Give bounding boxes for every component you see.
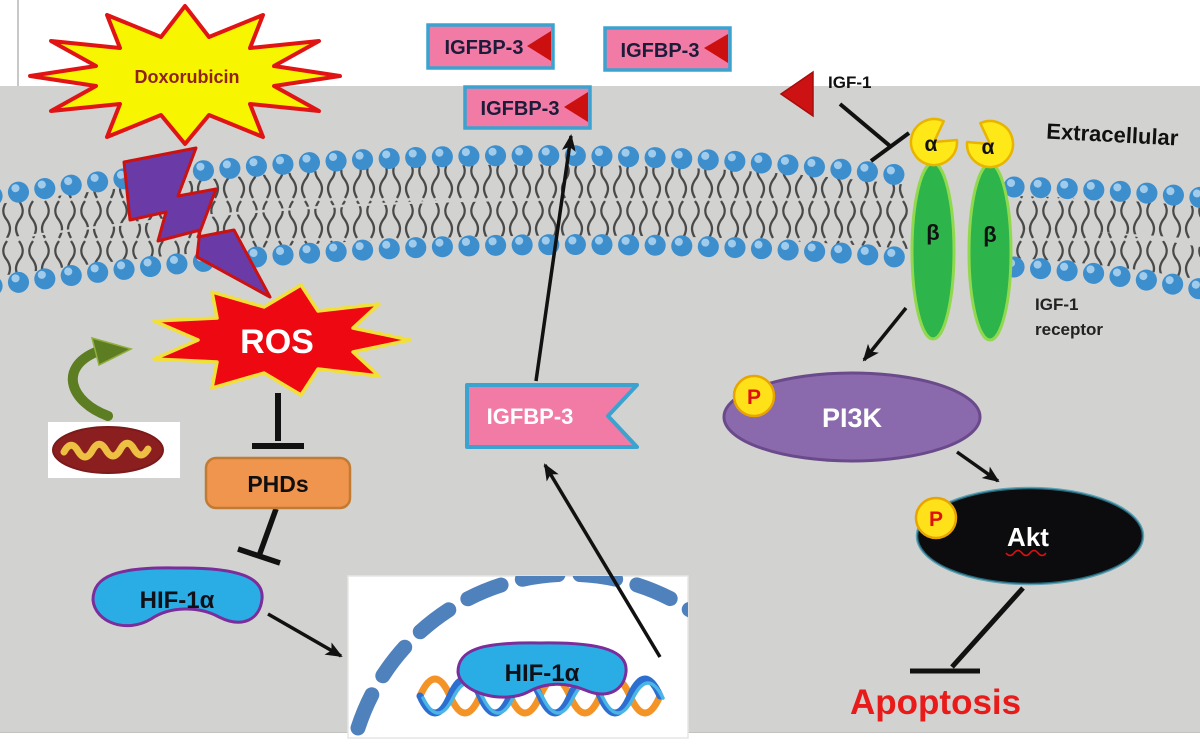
doxorubicin-burst-icon — [28, 4, 342, 146]
igfbp3-red-notch-icon — [704, 34, 728, 63]
alpha-subunit-right-icon — [965, 119, 1015, 169]
igfbp3-top-right-label: IGFBP-3 — [621, 40, 700, 62]
green-arrow-head — [90, 336, 134, 367]
nucleus: HIF-1α — [347, 575, 689, 739]
alpha-left-label: α — [925, 133, 938, 156]
inhibit-akt-apoptosis-line — [950, 586, 1025, 669]
beta-right-label: β — [983, 222, 996, 247]
arrow-igfbp3-secretion — [534, 134, 576, 382]
lipid-tails-lower-right — [1014, 225, 1200, 280]
phosphate-pi3k-label: P — [747, 386, 761, 409]
dna-strand-lightblue — [421, 681, 665, 715]
phosphate-akt-icon — [914, 496, 958, 540]
inhibit-phds-hif-line — [256, 508, 279, 557]
inhibit-igf1-receptor-bar — [869, 131, 911, 163]
lipid-heads-highlight — [0, 147, 1200, 290]
lipid-tails-lower-left — [0, 200, 908, 276]
lipid-heads-bottom-left — [0, 234, 919, 296]
igf1-receptor-label-line1: IGF-1 — [1035, 295, 1078, 314]
igf1-receptor: α α β β — [909, 117, 1015, 342]
lipid-heads-top-left — [0, 145, 919, 206]
igfbp3-flag-icon — [465, 383, 639, 449]
igfbp3-top-left-label: IGFBP-3 — [445, 37, 524, 59]
hif1a-cytoplasm-blob — [91, 566, 264, 628]
phds-label: PHDs — [247, 471, 308, 497]
nuclear-envelope-dashed-icon — [350, 576, 688, 736]
apoptosis-label: Apoptosis — [850, 683, 1021, 722]
lipid-highlight-path — [1007, 259, 1200, 290]
doxorubicin-label: Doxorubicin — [134, 67, 239, 87]
cell-membrane — [0, 145, 1200, 300]
arrow-hif-to-nucleus — [267, 612, 343, 658]
lipid-tails-upper-left — [0, 164, 908, 239]
inhibit-phds-hif-bar — [237, 546, 281, 566]
hif1a-nucleus-blob — [456, 641, 628, 699]
igfbp3-red-notch-icon — [527, 31, 551, 61]
igfbp3-banner-top-left: IGFBP-3 — [426, 23, 555, 70]
connectors — [237, 102, 1025, 674]
igfbp3-banner-membrane: IGFBP-3 — [463, 85, 592, 130]
igfbp3-banner-cytoplasm: IGFBP-3 — [465, 383, 639, 449]
ros-burst-icon — [152, 283, 412, 397]
akt-ellipse — [915, 486, 1145, 586]
igfbp3-cytoplasm-label: IGFBP-3 — [487, 404, 574, 429]
arrow-pi3k-to-akt — [955, 450, 1000, 483]
phosphate-akt-label: P — [929, 508, 943, 531]
pi3k-ellipse — [722, 371, 982, 463]
beta-subunit-right-icon — [967, 162, 1013, 342]
alpha-subunit-left-icon — [909, 117, 959, 167]
arrow-nucleus-to-igfbp3 — [543, 463, 662, 658]
akt-label: Akt — [1007, 522, 1049, 552]
igfbp3-membrane-label: IGFBP-3 — [481, 98, 560, 120]
lipid-highlight-path — [1007, 179, 1200, 198]
arrow-receptor-to-pi3k — [862, 306, 908, 362]
alpha-right-label: α — [982, 136, 995, 159]
lipid-highlight-path — [0, 147, 909, 195]
hif1a-nucleus-label: HIF-1α — [505, 660, 580, 687]
igf1-receptor-label-line2: receptor — [1035, 320, 1103, 339]
mitochondrion-cristae — [60, 439, 152, 461]
ros-label: ROS — [240, 323, 314, 361]
beta-left-label: β — [926, 220, 939, 245]
inhibit-igf1-receptor-line — [838, 102, 892, 148]
igf1-ligand-icon — [779, 70, 814, 118]
green-curved-arrow-icon — [67, 347, 113, 421]
hif1a-cytoplasm-label: HIF-1α — [140, 587, 215, 614]
lipid-highlight-path — [0, 236, 909, 285]
igfbp3-red-notch-icon — [564, 92, 588, 122]
feedback-arrow-group — [67, 336, 134, 421]
phds-box — [204, 456, 352, 510]
akt-red-squiggle — [1005, 549, 1047, 557]
pi3k-label: PI3K — [822, 403, 883, 433]
phosphate-pi3k-icon — [732, 374, 776, 418]
beta-subunit-left-icon — [910, 161, 956, 341]
lightning-bolt-icon — [122, 146, 272, 299]
igfbp3-banner-top-right: IGFBP-3 — [603, 26, 732, 72]
igf1-label: IGF-1 — [828, 73, 871, 92]
mitochondrion-group — [48, 422, 180, 478]
